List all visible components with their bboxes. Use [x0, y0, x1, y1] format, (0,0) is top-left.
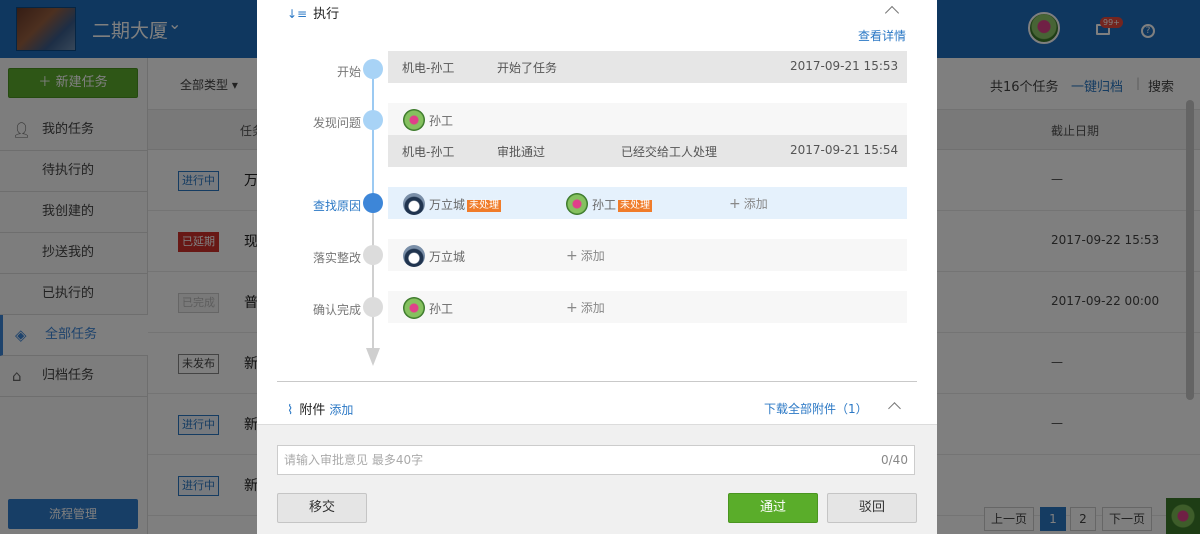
view-detail-link[interactable]: 查看详情 — [858, 29, 907, 43]
step-label-start: 开始 — [336, 65, 361, 79]
log-time: 2017-09-21 15:54 — [790, 143, 899, 157]
section-title: 执行 — [313, 7, 340, 22]
modal-footer: 0/40 移交 通过 驳回 — [257, 424, 937, 534]
timeline-node-rectify — [363, 245, 383, 265]
log-note: 已经交给工人处理 — [621, 145, 718, 159]
collapse-icon[interactable] — [884, 5, 900, 21]
status-badge: 未处理 — [618, 200, 653, 212]
assignee-name: 孙工 — [429, 302, 454, 316]
sort-icon: ↓≡ — [287, 7, 308, 21]
log-action: 审批通过 — [497, 145, 546, 159]
char-count: 0/40 — [881, 453, 908, 467]
transfer-button[interactable]: 移交 — [277, 493, 367, 523]
approval-comment-input[interactable] — [277, 445, 915, 475]
timeline-node-found-issue — [363, 110, 383, 130]
timeline-node-confirm — [363, 297, 383, 317]
step-assignee-panel: 万立城 +添加 — [388, 239, 907, 271]
log-actor: 机电-孙工 — [402, 145, 455, 159]
step-label-rectify: 落实整改 — [312, 251, 361, 265]
log-action: 开始了任务 — [497, 61, 558, 75]
log-actor: 机电-孙工 — [402, 61, 455, 75]
avatar — [403, 109, 425, 131]
plus-icon: + — [729, 196, 741, 212]
add-assignee-button[interactable]: +添加 — [566, 248, 605, 264]
avatar — [403, 193, 425, 215]
add-assignee-button[interactable]: +添加 — [729, 196, 768, 212]
assignee-name: 万立城 — [429, 250, 466, 264]
timeline-node-find-cause — [363, 193, 383, 213]
timeline-arrow-icon — [366, 348, 380, 366]
log-entry: 机电-孙工 审批通过 已经交给工人处理 2017-09-21 15:54 — [388, 135, 907, 167]
plus-icon: + — [566, 300, 578, 316]
plus-icon: + — [566, 248, 578, 264]
execution-section-header: ↓≡ 执行 — [287, 3, 339, 22]
timeline-node-start — [363, 59, 383, 79]
step-assignee-panel: 孙工 +添加 — [388, 291, 907, 323]
section-divider — [277, 381, 917, 382]
add-attachment-link[interactable]: 添加 — [329, 403, 354, 417]
avatar — [403, 297, 425, 319]
timeline-progress — [372, 68, 374, 203]
avatar — [403, 245, 425, 267]
collapse-icon[interactable] — [888, 402, 901, 415]
step-label-confirm: 确认完成 — [312, 303, 361, 317]
avatar — [566, 193, 588, 215]
step-label-find-cause: 查找原因 — [312, 199, 361, 213]
assignee-name: 孙工 — [429, 114, 454, 128]
download-all-link[interactable]: 下载全部附件（1） — [764, 402, 868, 416]
task-detail-modal: ↓≡ 执行 查看详情 开始 发现问题 查找原因 落实整改 确认完成 机电-孙工 开… — [257, 0, 937, 534]
step-label-found-issue: 发现问题 — [312, 116, 361, 130]
status-badge: 未处理 — [467, 200, 502, 212]
reject-button[interactable]: 驳回 — [827, 493, 917, 523]
step-assignee-panel: 孙工 — [388, 103, 907, 135]
assignee-name: 万立城未处理 — [429, 198, 502, 212]
step-assignee-panel: 万立城未处理 孙工未处理 +添加 — [388, 187, 907, 219]
assignee-name: 孙工未处理 — [592, 198, 653, 212]
add-assignee-button[interactable]: +添加 — [566, 300, 605, 316]
paperclip-icon: ⌇ — [287, 403, 294, 418]
log-time: 2017-09-21 15:53 — [790, 59, 899, 73]
attachments-header: ⌇ 附件添加 — [287, 399, 353, 418]
attachments-title: 附件 — [299, 403, 326, 418]
log-entry: 机电-孙工 开始了任务 2017-09-21 15:53 — [388, 51, 907, 83]
approve-button[interactable]: 通过 — [728, 493, 818, 523]
